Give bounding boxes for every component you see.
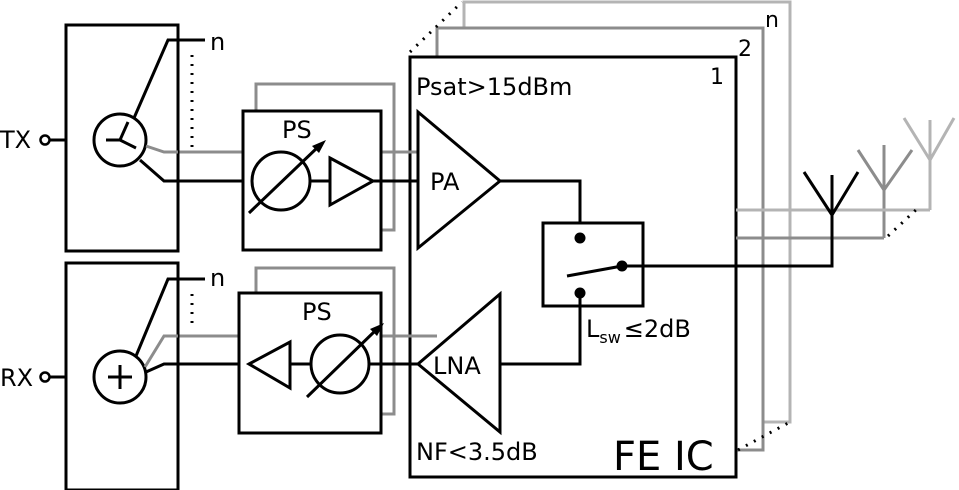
antenna-icon-layer-2 xyxy=(856,145,914,191)
tx-ps-label: PS xyxy=(282,116,312,144)
layer-n-label: n xyxy=(765,8,779,33)
rx-port-terminal xyxy=(39,371,51,383)
splitter-icon xyxy=(92,112,148,168)
switch-loss-symbol: L xyxy=(586,315,600,343)
lna-label: LNA xyxy=(433,352,481,380)
tx-branch-n-label: n xyxy=(210,28,225,56)
variable-phase-shifter-icon xyxy=(305,323,384,399)
rx-ps-label: PS xyxy=(302,298,332,326)
switch-loss-value: ≤2dB xyxy=(624,315,691,343)
rx-branch-n-line xyxy=(134,277,205,357)
layer-stack-dots-bottom xyxy=(737,420,791,452)
rx-branch-2-line xyxy=(143,334,178,368)
switch-to-antenna-wire xyxy=(622,215,834,268)
rx-branch-n-label: n xyxy=(210,264,225,292)
pa-label: PA xyxy=(430,168,460,196)
psat-spec-label: Psat>15dBm xyxy=(416,73,572,101)
lna-amplifier-icon xyxy=(415,290,502,436)
rx-branch-1-line xyxy=(145,362,243,374)
combiner-plus-icon xyxy=(92,349,148,405)
tx-branch-2-line xyxy=(145,144,178,154)
tx-port-label: TX xyxy=(0,126,31,154)
nf-spec-label: NF<3.5dB xyxy=(416,438,538,466)
tx-port-terminal xyxy=(39,134,51,146)
switch-to-lna-wire xyxy=(500,293,582,366)
switch-loss-subscript: sw xyxy=(599,328,620,347)
layer-2-label: 2 xyxy=(738,37,752,62)
antenna-icon-layer-n xyxy=(902,117,956,161)
switch-loss-label: Lsw≤2dB xyxy=(586,315,691,347)
pa-amplifier-icon xyxy=(416,108,503,252)
tx-branch-n-line xyxy=(132,38,205,119)
antenna-icon xyxy=(802,171,860,216)
antenna-stack-dots xyxy=(886,206,920,238)
tx-driver-amp-icon xyxy=(328,155,377,208)
rx-port: RX xyxy=(0,364,94,392)
pa-to-switch-wire xyxy=(500,179,582,236)
fe-ic-label: FE IC xyxy=(613,434,714,480)
layer-stack-dots-top xyxy=(408,0,464,54)
tx-branch-1-line xyxy=(139,158,243,183)
rx-port-label: RX xyxy=(0,364,33,392)
layer-1-label: 1 xyxy=(710,65,724,90)
